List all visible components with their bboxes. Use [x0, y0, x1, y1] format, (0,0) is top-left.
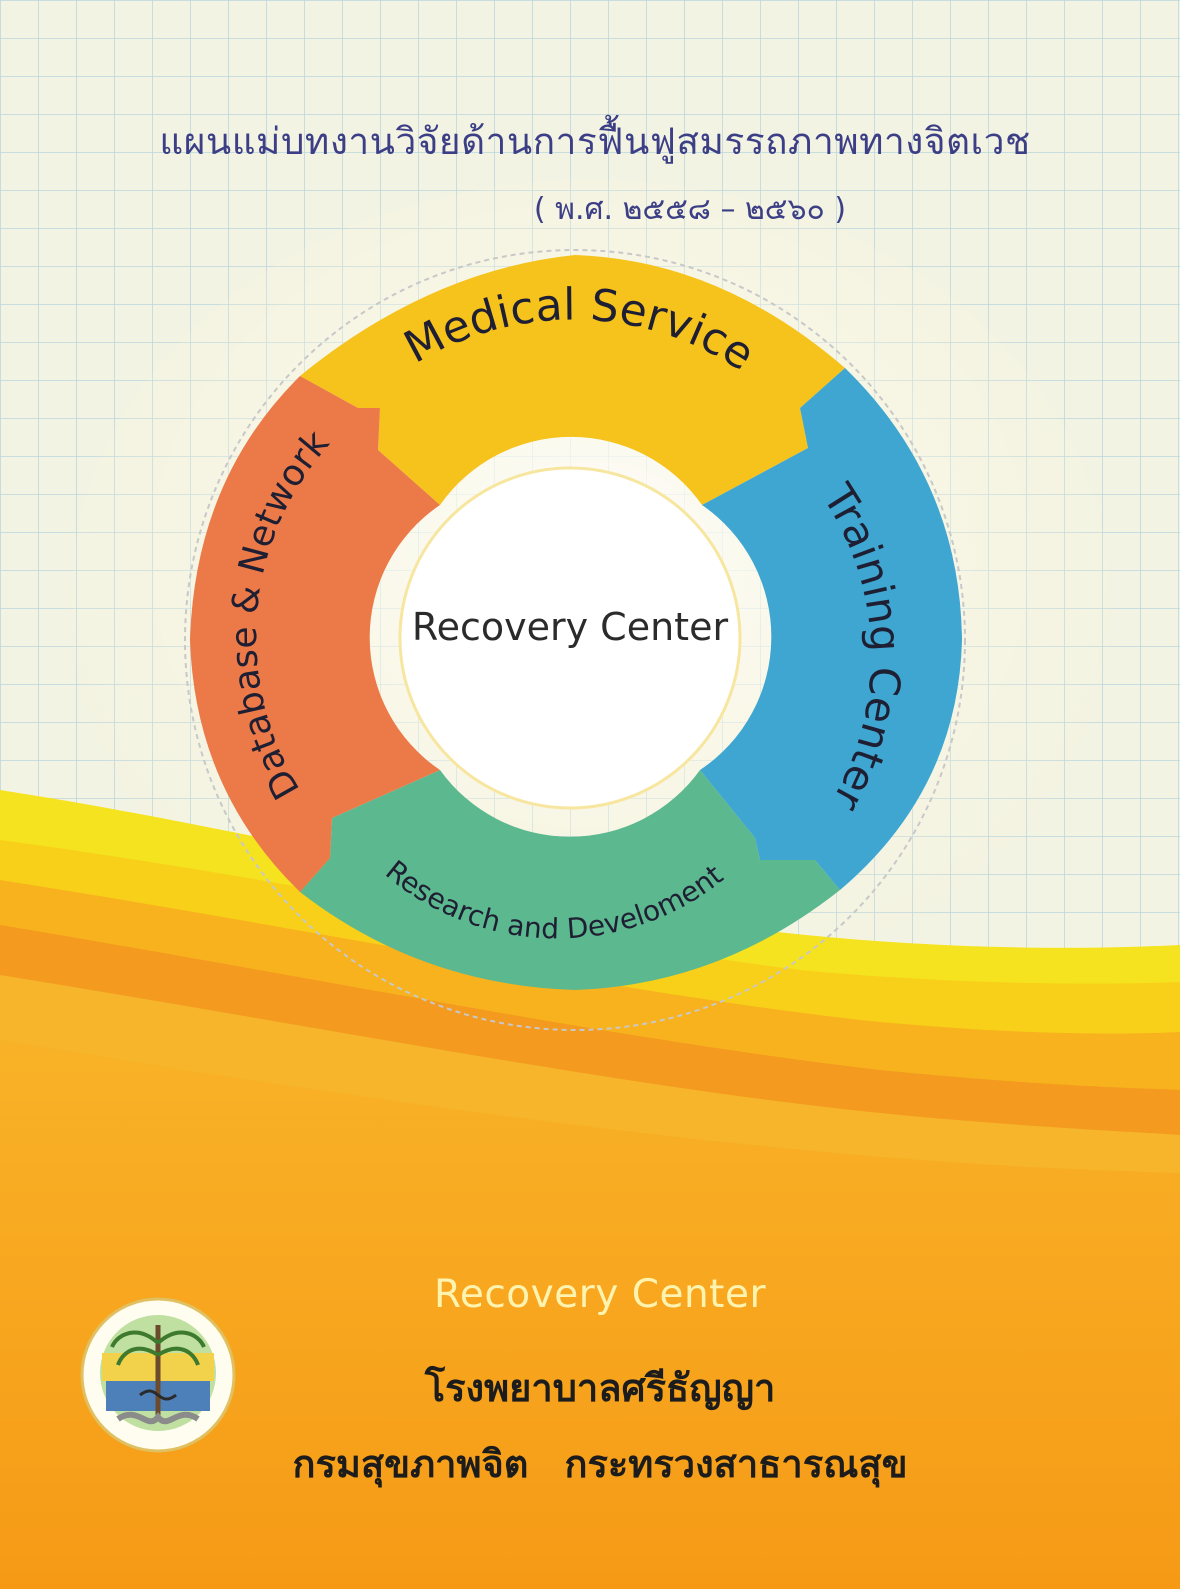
- footer-department-line: กรมสุขภาพจิต กระทรวงสาธารณสุข: [200, 1433, 1000, 1494]
- center-circle: [398, 466, 742, 810]
- segment-research-development: [300, 770, 840, 990]
- footer-center-name: Recovery Center: [434, 1272, 766, 1317]
- cover-title: แผนแม่บทงานวิจัยด้านการฟื้นฟูสมรรถภาพทาง…: [159, 120, 1031, 163]
- footer-department: กรมสุขภาพจิต: [292, 1442, 529, 1486]
- center-label: Recovery Center: [411, 605, 729, 649]
- recovery-cycle-diagram: Medical Service Training Center Research…: [184, 249, 966, 1031]
- segment-medical-service: [300, 255, 845, 505]
- footer-hospital-name: โรงพยาบาลศรีธัญญา: [424, 1366, 776, 1410]
- hospital-emblem-icon: [80, 1297, 236, 1453]
- cover-years: ( พ.ศ. ๒๕๕๘ – ๒๕๖๐ ): [533, 192, 847, 227]
- segment-training-center: [700, 368, 962, 890]
- segment-database-network: [190, 376, 440, 892]
- footer-ministry: กระทรวงสาธารณสุข: [564, 1442, 908, 1486]
